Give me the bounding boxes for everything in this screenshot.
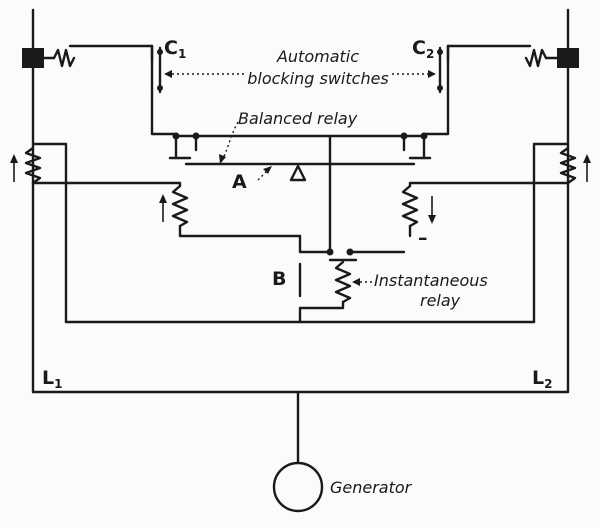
right-trip-coil: [524, 48, 548, 68]
leader-arrow-left: [164, 70, 172, 78]
label-instantaneous: Instantaneous: [374, 271, 488, 290]
relay-b-return: [298, 300, 345, 324]
label-minus: –: [418, 227, 428, 249]
switch-c1-lead: [150, 88, 178, 136]
label-l2: L2: [532, 367, 552, 391]
up-arrow-icon: [159, 194, 167, 222]
leader-arrow-instantaneous: [352, 278, 360, 286]
switch-c1-contact-top: [157, 49, 163, 55]
left-coil-return: [31, 142, 68, 324]
right-relay-feed: [408, 181, 570, 188]
relay-b-contact-left: [326, 248, 334, 256]
breaker-right: [557, 48, 579, 68]
label-automatic: Automatic: [276, 47, 359, 66]
breaker-left: [22, 48, 44, 68]
fulcrum-triangle: [289, 164, 307, 182]
relay-b-left-lead: [298, 234, 332, 254]
right-trip-wire: [446, 44, 532, 62]
right-coil-return: [532, 142, 570, 324]
label-c2: C2: [412, 37, 434, 61]
switch-c2-contact-bottom: [437, 85, 443, 91]
up-arrow-icon: [10, 154, 18, 182]
leader-arrow-balanced: [219, 154, 226, 164]
label-relay: relay: [420, 291, 461, 310]
generator-symbol: [272, 461, 324, 513]
leader-arrow-a: [263, 166, 272, 174]
switch-c2-contact-top: [437, 49, 443, 55]
switch-c1-contact-bottom: [157, 85, 163, 91]
right-line-coil: [559, 146, 577, 185]
right-relay-coil: [401, 184, 419, 228]
left-relay-feed: [31, 181, 182, 188]
label-b: B: [272, 268, 286, 290]
left-trip-wire: [68, 44, 154, 62]
label-balanced-relay: Balanced relay: [238, 109, 358, 128]
up-arrow-icon: [583, 154, 591, 182]
leader-arrow-right: [428, 70, 436, 78]
label-c1: C1: [164, 37, 186, 61]
left-line-coil: [24, 146, 42, 185]
left-relay-return: [178, 224, 302, 238]
label-a: A: [232, 171, 247, 193]
switch-c2-lead: [422, 88, 450, 136]
label-generator: Generator: [330, 478, 413, 497]
instantaneous-relay-coil: [334, 260, 352, 304]
label-l1: L1: [42, 367, 62, 391]
label-blocking-switches: blocking switches: [247, 69, 389, 88]
down-arrow-icon: [428, 196, 436, 224]
leader-balanced-relay: [221, 121, 239, 161]
left-trip-coil: [52, 48, 76, 68]
left-relay-coil: [171, 184, 189, 228]
